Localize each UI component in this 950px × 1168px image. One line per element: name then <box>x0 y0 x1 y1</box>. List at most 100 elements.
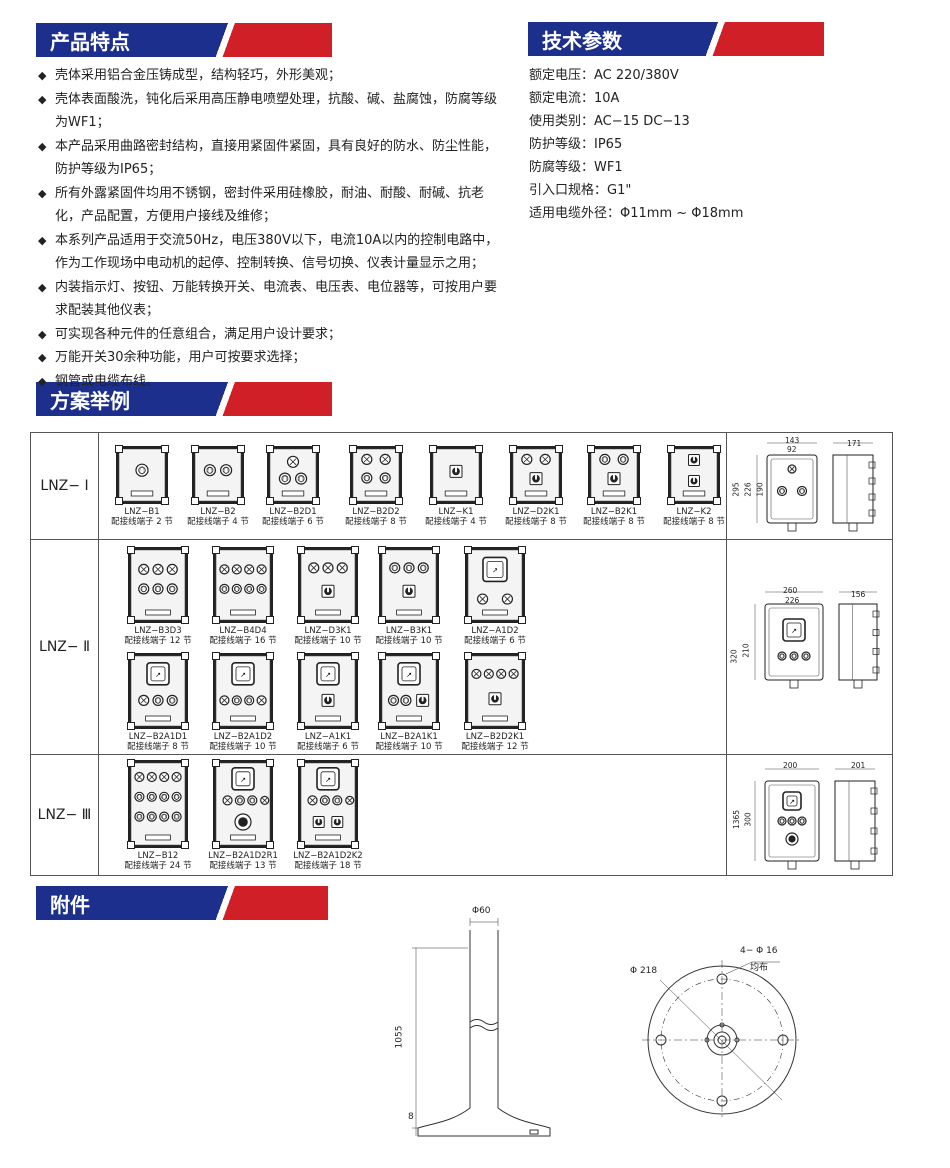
svg-text:↗: ↗ <box>325 671 331 679</box>
product-terminals: 配接线端子 13 节 <box>209 861 277 871</box>
product-model: LNZ−B2D2 <box>352 507 400 517</box>
features-header-title: 产品特点 <box>36 23 216 57</box>
feature-item: 所有外露紧固件均用不锈钢，密封件采用硅橡胶，耐油、耐酸、耐碱、抗老化，产品配置，… <box>38 182 508 229</box>
product-model: LNZ−B4D4 <box>219 626 267 636</box>
dimension-label: 210 <box>741 643 751 658</box>
svg-text:↗: ↗ <box>492 566 498 574</box>
row-label: LNZ− Ⅱ <box>30 539 99 755</box>
product-terminals: 配接线端子 10 节 <box>294 636 362 646</box>
product-model: LNZ−B2D2K1 <box>465 732 525 742</box>
svg-text:↗: ↗ <box>240 671 246 679</box>
specs-header-title: 技术参数 <box>528 22 706 56</box>
enclosure-image: ↗ <box>127 652 189 730</box>
product-terminals: 配接线端子 6 节 <box>262 517 324 527</box>
spec-item: 防腐等级：WF1 <box>529 160 623 175</box>
product-model: LNZ−B2 <box>200 507 236 517</box>
flange-diameter-label: Φ 218 <box>630 966 658 976</box>
svg-text:↗: ↗ <box>240 776 246 784</box>
product-terminals: 配接线端子 4 节 <box>187 517 249 527</box>
product-terminals: 配接线端子 8 节 <box>127 742 189 752</box>
dimension-label: 92 <box>787 445 797 454</box>
product-model: LNZ−A1D2 <box>471 626 519 636</box>
spec-item: 适用电缆外径：Φ11mm ~ Φ18mm <box>529 206 744 221</box>
feature-item: 本系列产品适用于交流50Hz，电压380V以下，电流10A以内的控制电路中，作为… <box>38 229 508 276</box>
product-terminals: 配接线端子 10 节 <box>209 742 277 752</box>
product-terminals: 配接线端子 24 节 <box>124 861 192 871</box>
dimension-label: 201 <box>851 761 866 770</box>
dimension-label: 260 <box>783 586 798 595</box>
product-terminals: 配接线端子 6 节 <box>464 636 526 646</box>
enclosure-image <box>587 445 641 505</box>
feature-item: 万能开关30余种功能，用户可按要求选择； <box>38 346 508 370</box>
product-terminals: 配接线端子 10 节 <box>375 742 443 752</box>
enclosure-image: ↗ <box>378 652 440 730</box>
enclosure-image <box>297 546 359 624</box>
product-terminals: 配接线端子 18 节 <box>294 861 362 871</box>
product-model: LNZ−A1K1 <box>304 732 352 742</box>
feature-item: 钢管或电缆布线。 <box>38 370 508 394</box>
product-model: LNZ−B2A1D2 <box>213 732 273 742</box>
product-model: LNZ−B2D1 <box>269 507 317 517</box>
spec-item: 额定电流：10A <box>529 91 620 106</box>
dimension-diagram: ↗ <box>754 591 880 689</box>
spec-item: 使用类别：AC−15 DC−13 <box>529 114 690 129</box>
bolt-holes-note: 均布 <box>750 963 769 973</box>
row-label: LNZ− Ⅰ <box>30 432 99 540</box>
enclosure-image: ↗ <box>464 546 526 624</box>
svg-text:↗: ↗ <box>791 627 797 635</box>
enclosure-image: ↗ <box>212 759 274 849</box>
product-terminals: 配接线端子 8 节 <box>505 517 567 527</box>
enclosure-image <box>115 445 169 505</box>
feature-item: 壳体采用铝合金压铸成型，结构轻巧，外形美观； <box>38 64 508 88</box>
svg-text:↗: ↗ <box>406 671 412 679</box>
product-terminals: 配接线端子 8 节 <box>663 517 725 527</box>
enclosure-image <box>266 445 320 505</box>
product-terminals: 配接线端子 12 节 <box>461 742 529 752</box>
product-model: LNZ−D3K1 <box>304 626 352 636</box>
accessories-header-title: 附件 <box>36 886 216 920</box>
dimension-label: 295 <box>731 482 741 497</box>
accessory-pole-drawing: Φ60 1055 8 <box>390 906 580 1142</box>
product-model: LNZ−K1 <box>438 507 474 517</box>
svg-text:↗: ↗ <box>789 798 795 806</box>
dimension-diagram: ↗ <box>754 768 878 870</box>
enclosure-image <box>127 759 189 849</box>
product-model: LNZ−B3K1 <box>385 626 433 636</box>
product-model: LNZ−B2A1D1 <box>128 732 188 742</box>
product-terminals: 配接线端子 12 节 <box>124 636 192 646</box>
enclosure-image: ↗ <box>212 652 274 730</box>
enclosure-image <box>667 445 721 505</box>
enclosure-image <box>212 546 274 624</box>
product-model: LNZ−B2K1 <box>590 507 638 517</box>
pole-diameter-label: Φ60 <box>472 906 491 916</box>
enclosure-image <box>191 445 245 505</box>
features-list: 壳体采用铝合金压铸成型，结构轻巧，外形美观； 壳体表面酸洗，钝化后采用高压静电喷… <box>38 64 508 393</box>
specs-list: 额定电压：AC 220/380V 额定电流：10A 使用类别：AC−15 DC−… <box>529 64 743 225</box>
svg-text:↗: ↗ <box>155 671 161 679</box>
product-terminals: 配接线端子 8 节 <box>583 517 645 527</box>
feature-item: 本产品采用曲路密封结构，直接用紧固件紧固，具有良好的防水、防尘性能，防护等级为I… <box>38 135 508 182</box>
dimension-label: 226 <box>785 596 800 605</box>
dimension-label: 320 <box>729 649 739 664</box>
features-header: 产品特点 <box>36 23 332 57</box>
product-model: LNZ−D2K1 <box>512 507 560 517</box>
accessories-header: 附件 <box>36 886 328 920</box>
enclosure-image <box>429 445 483 505</box>
product-terminals: 配接线端子 8 节 <box>345 517 407 527</box>
dimension-label: 143 <box>785 436 800 445</box>
dimension-label: 171 <box>847 439 862 448</box>
dimension-label: 1365 <box>732 809 742 830</box>
dimension-label: 156 <box>851 590 866 599</box>
product-model: LNZ−B12 <box>137 851 179 861</box>
dimension-label: 190 <box>755 482 765 497</box>
product-terminals: 配接线端子 4 节 <box>425 517 487 527</box>
enclosure-image <box>509 445 563 505</box>
spec-item: 引入口规格：G1" <box>529 183 632 198</box>
spec-item: 额定电压：AC 220/380V <box>529 68 679 83</box>
dimension-label: 200 <box>783 761 798 770</box>
enclosure-image <box>349 445 403 505</box>
product-model: LNZ−B1 <box>124 507 160 517</box>
